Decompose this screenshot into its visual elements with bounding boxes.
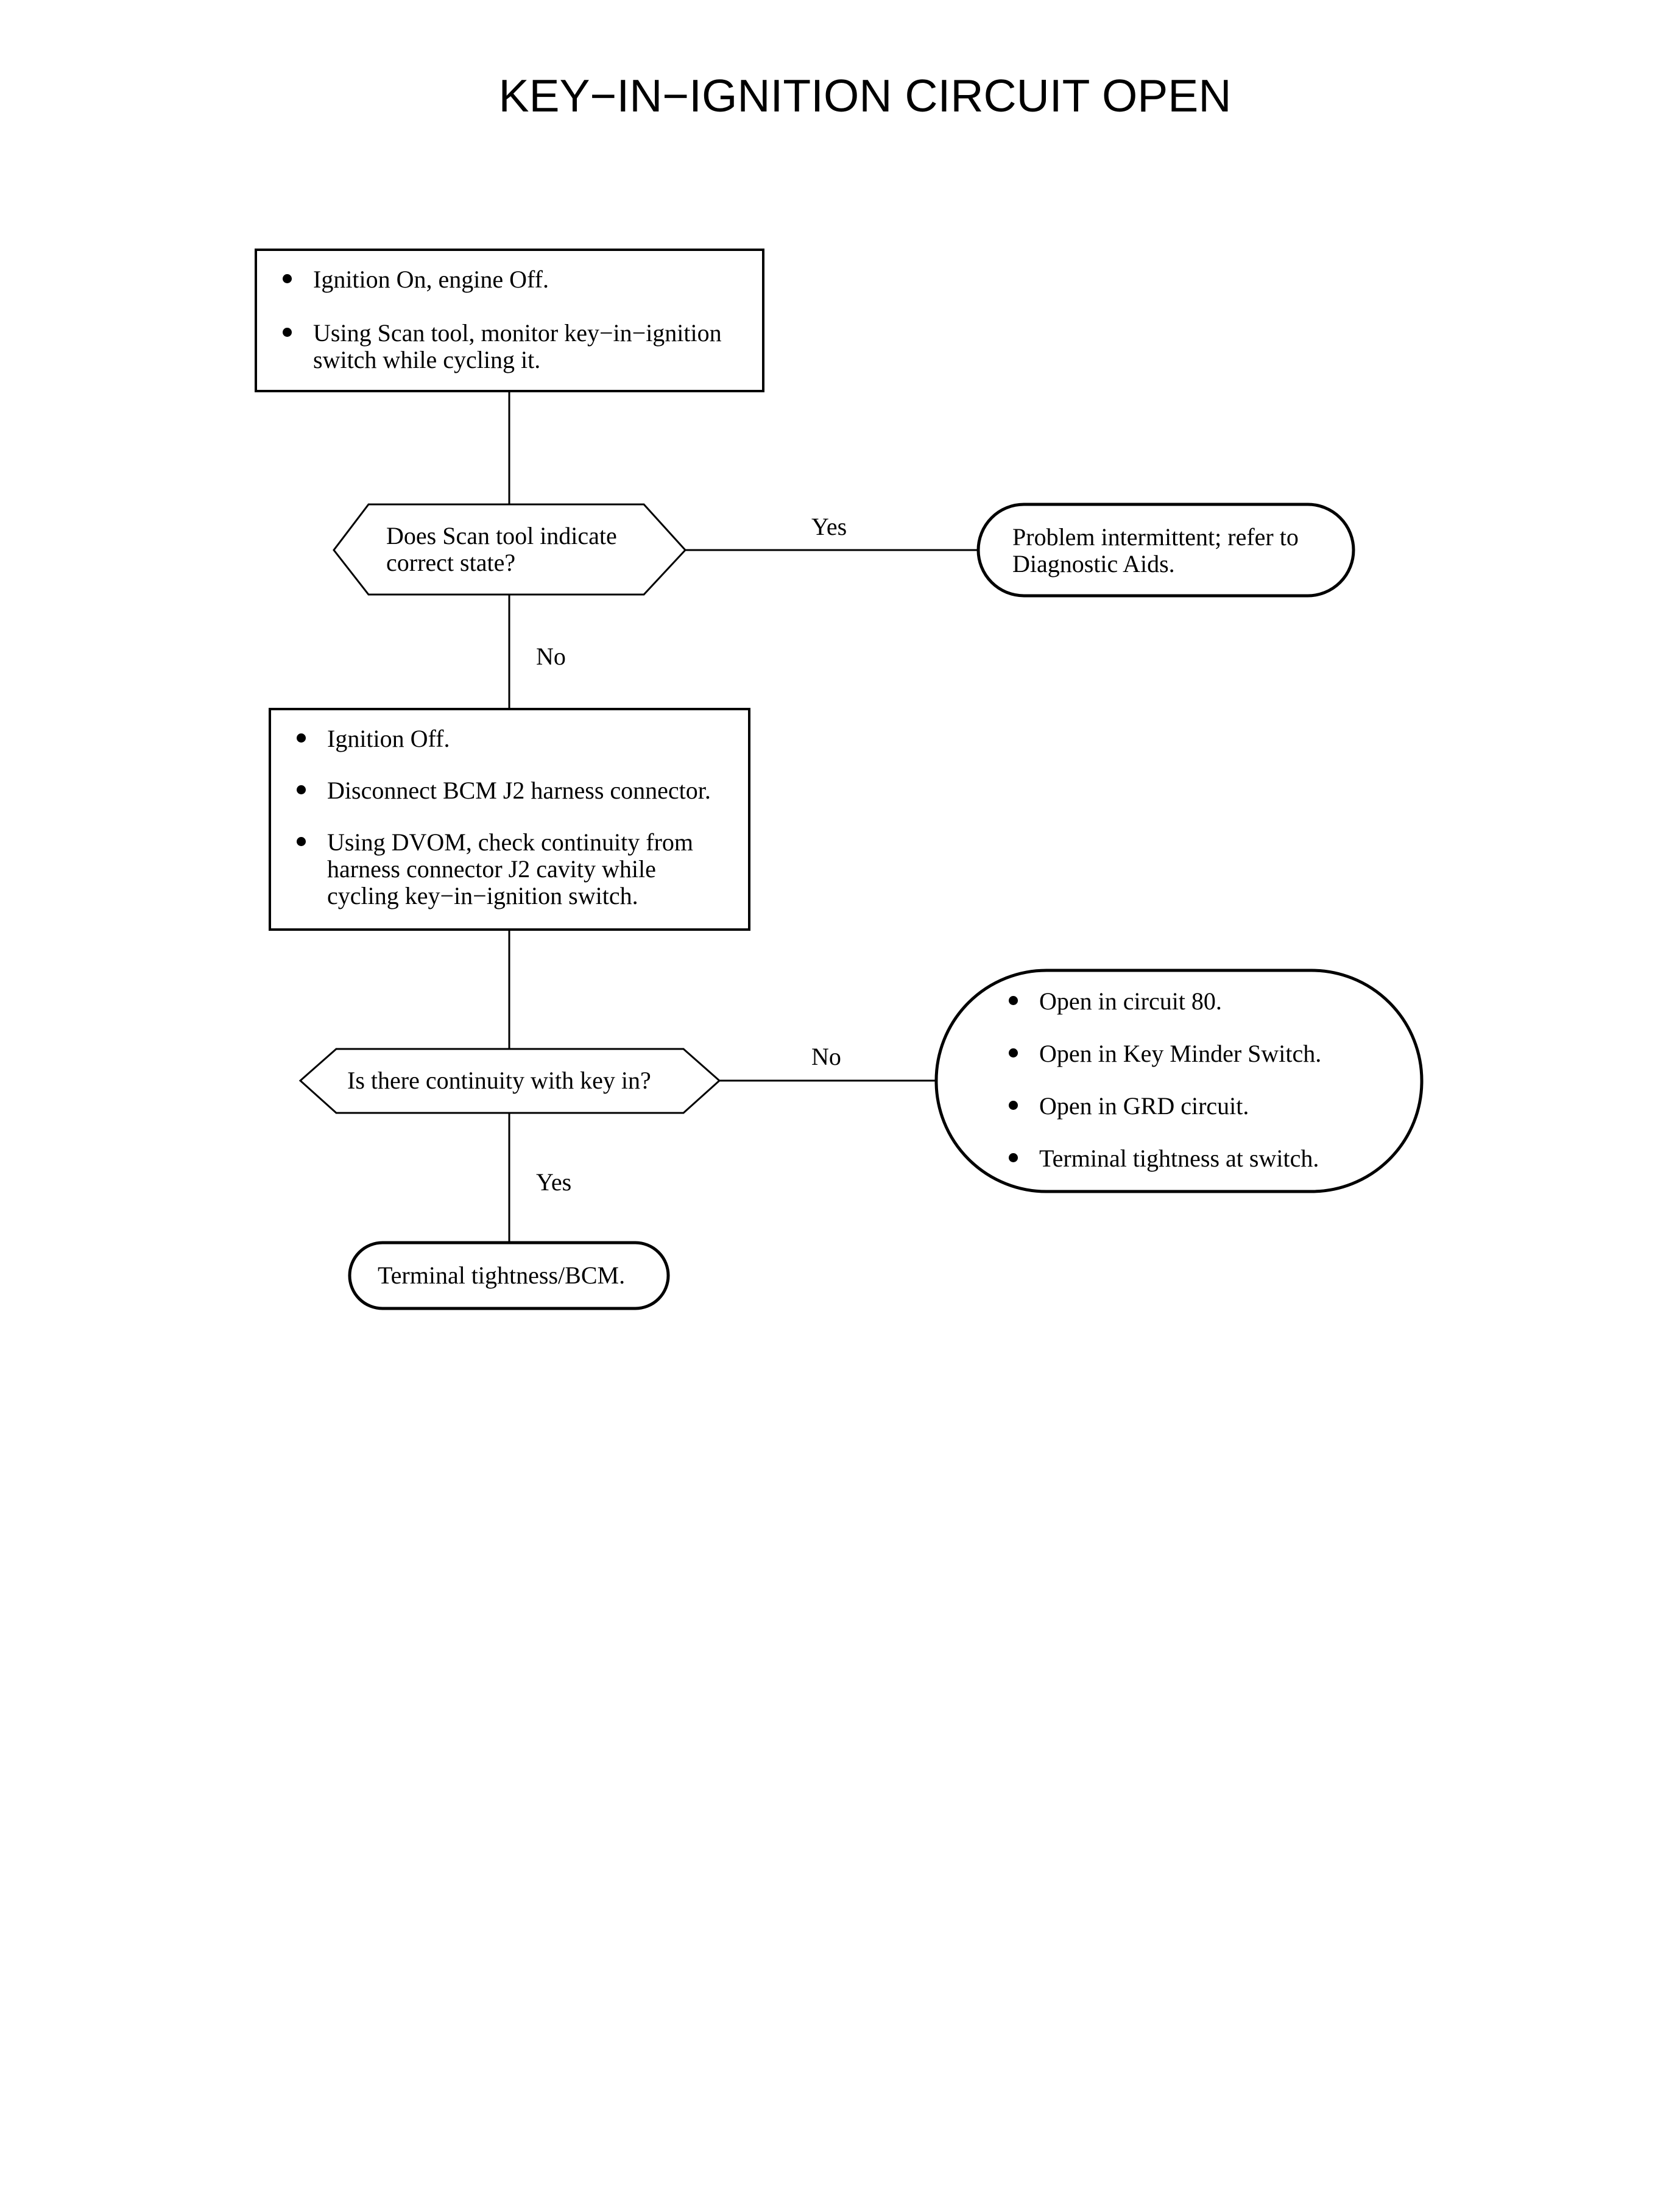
- decision1-line: correct state?: [386, 549, 516, 576]
- page-title: KEY−IN−IGNITION CIRCUIT OPEN: [498, 70, 1232, 121]
- result3-shape: [348, 1241, 670, 1310]
- decision1-shape: [333, 503, 687, 596]
- decision2-yes-label: Yes: [536, 1168, 572, 1196]
- step1-list: Ignition On, engine Off. Using Scan tool…: [274, 266, 745, 373]
- step1-box: Ignition On, engine Off. Using Scan tool…: [255, 249, 764, 392]
- step1-item: Using Scan tool, monitor key−in−ignition…: [274, 320, 764, 373]
- decision2-shape: [298, 1048, 721, 1114]
- result2-item: Open in circuit 80.: [1000, 988, 1402, 1015]
- step2-item: Using DVOM, check continuity from harnes…: [288, 829, 717, 909]
- result2-item: Open in Key Minder Switch.: [1000, 1040, 1402, 1067]
- result3-text: Terminal tightness/BCM.: [378, 1262, 626, 1289]
- decision1-line: Does Scan tool indicate: [386, 522, 617, 549]
- decision1-text: Does Scan tool indicate correct state?: [386, 523, 617, 576]
- step2-list: Ignition Off. Disconnect BCM J2 harness …: [288, 725, 731, 909]
- decision2-no-label: No: [811, 1043, 841, 1070]
- step2-box: Ignition Off. Disconnect BCM J2 harness …: [269, 708, 750, 931]
- step2-item: Disconnect BCM J2 harness connector.: [288, 777, 731, 804]
- result1-line: Diagnostic Aids.: [1012, 550, 1175, 577]
- decision2-text: Is there continuity with key in?: [347, 1067, 651, 1094]
- result1-line: Problem intermittent; refer to: [1012, 523, 1299, 551]
- result1-shape: [976, 503, 1355, 598]
- result2-text: Open in circuit 80. Open in Key Minder S…: [1000, 988, 1402, 1172]
- result2-item: Open in GRD circuit.: [1000, 1093, 1402, 1120]
- result2-list: Open in circuit 80. Open in Key Minder S…: [1000, 988, 1402, 1172]
- step1-item: Ignition On, engine Off.: [274, 266, 745, 293]
- result2-item: Terminal tightness at switch.: [1000, 1145, 1402, 1172]
- result1-text: Problem intermittent; refer to Diagnosti…: [1012, 524, 1299, 577]
- decision1-yes-label: Yes: [811, 513, 847, 540]
- decision1-no-label: No: [536, 643, 566, 670]
- step2-item: Ignition Off.: [288, 725, 731, 752]
- result2-shape: [934, 969, 1424, 1193]
